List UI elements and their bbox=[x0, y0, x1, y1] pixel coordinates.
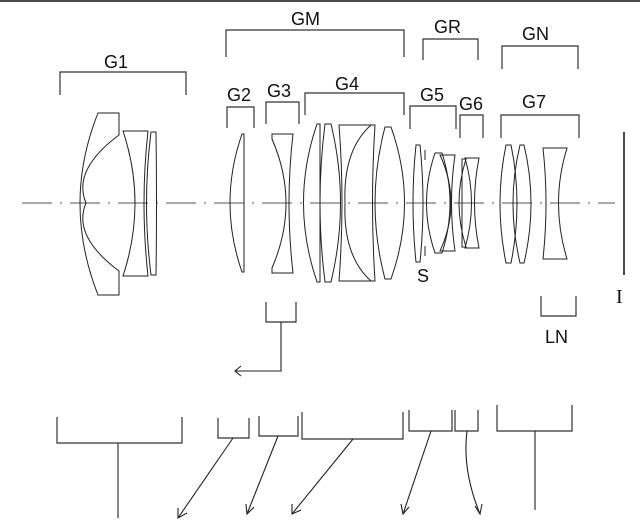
bracket-g1 bbox=[59, 71, 187, 95]
label-ln: LN bbox=[545, 327, 568, 347]
bracket-g7 bbox=[500, 114, 580, 138]
lens-g3 bbox=[271, 133, 294, 274]
move-bracket-g4 bbox=[291, 412, 404, 515]
bracket-gr bbox=[422, 38, 479, 60]
lens-g6-1 bbox=[458, 158, 467, 248]
bracket-gn bbox=[501, 45, 579, 69]
move-bracket-g5 bbox=[400, 410, 453, 516]
lens-g5-3 bbox=[439, 154, 456, 252]
move-bracket-g1 bbox=[56, 417, 183, 518]
lens-g6-2 bbox=[464, 157, 480, 249]
label-g2: G2 bbox=[227, 85, 251, 105]
top-border bbox=[0, 0, 640, 2]
label-g6: G6 bbox=[459, 94, 483, 114]
move-bracket-g3 bbox=[245, 416, 299, 516]
label-gr: GR bbox=[434, 17, 461, 37]
bracket-ln bbox=[540, 296, 577, 317]
lens-g7-1 bbox=[499, 144, 518, 264]
lens-g4-2 bbox=[319, 123, 341, 283]
label-g4: G4 bbox=[335, 74, 359, 94]
bracket-g4 bbox=[304, 92, 405, 115]
bracket-g3 bbox=[265, 101, 300, 124]
focus-bracket-g3 bbox=[234, 302, 297, 377]
bracket-g5 bbox=[409, 105, 457, 129]
bracket-g2 bbox=[226, 106, 255, 128]
move-bracket-g6 bbox=[454, 410, 483, 516]
lens-g7-2 bbox=[512, 144, 532, 264]
lens-g4-1 bbox=[303, 123, 321, 283]
lens-g2 bbox=[229, 133, 245, 273]
lens-g4-5 bbox=[374, 126, 405, 280]
bracket-gm bbox=[225, 29, 405, 57]
lens-g1-3 bbox=[146, 131, 157, 276]
label-gn: GN bbox=[522, 24, 549, 44]
label-g1: G1 bbox=[104, 52, 128, 72]
bracket-g6 bbox=[459, 114, 484, 138]
label-stop: S bbox=[417, 266, 429, 286]
label-image-plane: I bbox=[616, 286, 623, 308]
label-g5: G5 bbox=[420, 85, 444, 105]
lens-g1-2 bbox=[122, 130, 149, 277]
label-g3: G3 bbox=[267, 81, 291, 101]
label-g7: G7 bbox=[522, 92, 546, 112]
lens-g1-1 bbox=[79, 112, 120, 296]
lens-g4-3 bbox=[338, 124, 373, 282]
lens-g7-ln bbox=[542, 147, 568, 260]
move-bracket-g7 bbox=[496, 405, 573, 510]
move-bracket-g2 bbox=[177, 418, 250, 519]
label-gm: GM bbox=[291, 9, 320, 29]
lens-g4-4 bbox=[371, 124, 376, 282]
lens-g5-1 bbox=[412, 144, 424, 263]
